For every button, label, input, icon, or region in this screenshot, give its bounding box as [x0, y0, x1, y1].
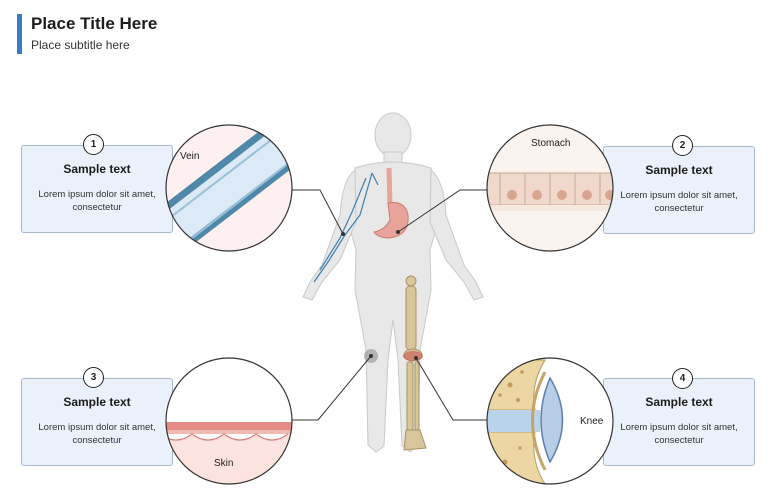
stomach-label: Stomach: [531, 138, 571, 149]
callout-card-4: Sample text Lorem ipsum dolor sit amet, …: [603, 378, 755, 466]
callout-body: Lorem ipsum dolor sit amet, consectetur: [620, 190, 738, 214]
callout-number-3: 3: [83, 367, 104, 388]
human-body-figure: [302, 112, 484, 453]
callout-body: Lorem ipsum dolor sit amet, consectetur: [38, 422, 156, 446]
callout-heading: Sample text: [63, 162, 131, 176]
callout-heading: Sample text: [63, 395, 131, 409]
esophagus: [386, 167, 393, 206]
callout-body: Lorem ipsum dolor sit amet, consectetur: [38, 189, 156, 213]
stomach: [373, 202, 409, 239]
vein-label: Vein: [180, 151, 200, 162]
page-title: Place Title Here: [31, 14, 158, 33]
knee-joint-highlight: [403, 351, 423, 361]
page-subtitle: Place subtitle here: [31, 38, 130, 52]
callout-number-2: 2: [672, 135, 693, 156]
callout-body: Lorem ipsum dolor sit amet, consectetur: [620, 422, 738, 446]
arm-veins: [313, 172, 379, 283]
callout-card-1: Sample text Lorem ipsum dolor sit amet, …: [21, 145, 173, 233]
stomach-cells-zoom: [487, 172, 613, 211]
skin-zoom: [166, 422, 292, 484]
callout-heading: Sample text: [645, 163, 713, 177]
callout-card-3: Sample text Lorem ipsum dolor sit amet, …: [21, 378, 173, 466]
skin-label: Skin: [214, 458, 234, 469]
callout-number-4: 4: [672, 368, 693, 389]
callout-number-1: 1: [83, 134, 104, 155]
title-accent-bar: [17, 14, 22, 54]
knee-label: Knee: [580, 416, 604, 427]
callout-heading: Sample text: [645, 395, 713, 409]
